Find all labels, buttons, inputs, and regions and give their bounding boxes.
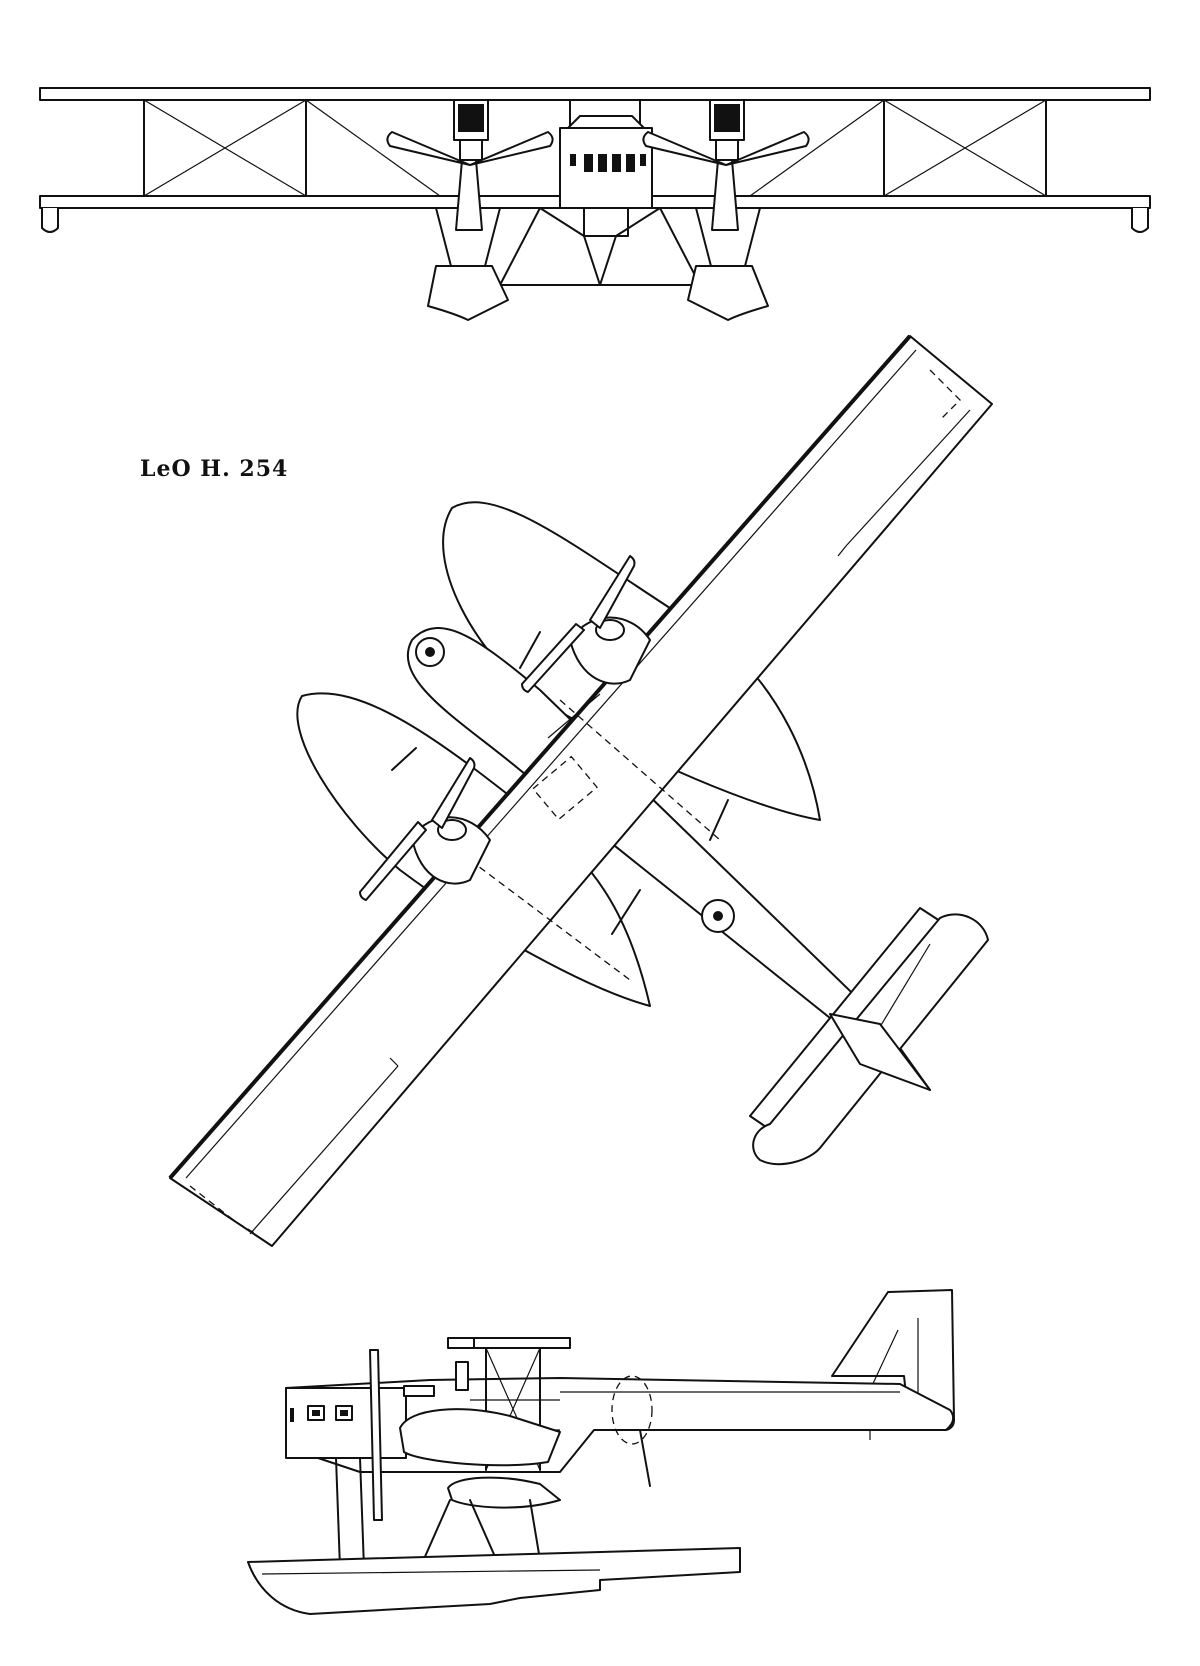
front-cockpit-windows bbox=[570, 154, 646, 172]
left-main-float-front bbox=[428, 266, 508, 320]
right-propeller-front bbox=[643, 132, 808, 165]
front-view bbox=[40, 88, 1150, 320]
upper-engine-plan bbox=[522, 556, 650, 692]
upper-wing-side bbox=[474, 1338, 570, 1348]
front-upper-wing bbox=[40, 88, 1150, 100]
lower-nacelle-side bbox=[448, 1478, 560, 1508]
right-engine-front bbox=[710, 100, 744, 230]
engine-nacelle-side bbox=[400, 1409, 560, 1465]
bow-cabin-side bbox=[286, 1388, 406, 1458]
right-main-float-front bbox=[688, 266, 768, 320]
plan-view bbox=[170, 336, 992, 1246]
float-struts-front bbox=[436, 208, 760, 285]
aircraft-caption: LeO H. 254 bbox=[140, 456, 289, 482]
fin-plan bbox=[830, 1014, 930, 1090]
left-engine-front bbox=[454, 100, 488, 230]
side-view bbox=[248, 1290, 954, 1614]
left-wingtip-float bbox=[42, 208, 58, 232]
left-propeller-front bbox=[387, 132, 552, 165]
main-float-side bbox=[248, 1548, 740, 1614]
main-wing-plan bbox=[170, 336, 992, 1246]
lower-engine-plan bbox=[360, 758, 490, 900]
right-wingtip-float bbox=[1132, 208, 1148, 232]
bow-propeller-side bbox=[370, 1350, 382, 1520]
